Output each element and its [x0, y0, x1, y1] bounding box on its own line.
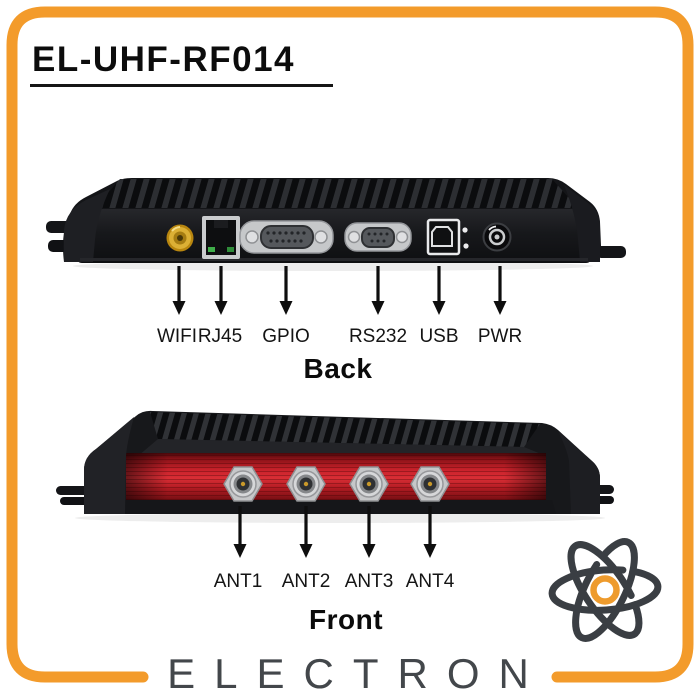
port-label-ant3: ANT3 [344, 571, 394, 592]
back-view-caption: Back [303, 353, 373, 384]
ant1-connector [223, 466, 263, 502]
brand-wordmark: ELECTRON [167, 650, 548, 697]
front-device-photo [56, 410, 614, 523]
port-label-wifi: WIFI [156, 326, 198, 347]
gpio-port [239, 220, 334, 254]
front-view-caption: Front [308, 604, 384, 635]
port-label-rj45: RJ45 [197, 326, 243, 347]
port-label-ant1: ANT1 [213, 571, 263, 592]
port-label-gpio: GPIO [262, 326, 310, 347]
ant3-connector [349, 466, 389, 502]
back-device-photo [46, 178, 626, 271]
page-title: EL-UHF-RF014 [32, 40, 296, 79]
ethernet-port [202, 216, 240, 259]
back-pointer-arrows [172, 266, 507, 315]
front-pointer-arrows [233, 506, 437, 558]
port-label-ant2: ANT2 [281, 571, 331, 592]
port-label-usb: USB [419, 326, 459, 347]
ant4-connector [410, 466, 450, 502]
port-label-ant4: ANT4 [405, 571, 455, 592]
power-port [482, 222, 512, 252]
rs232-port [344, 222, 412, 252]
port-label-rs232: RS232 [348, 326, 408, 347]
usb-port [426, 218, 461, 256]
ant2-connector [286, 466, 326, 502]
wifi-antenna-port [166, 224, 194, 252]
title-underline [30, 84, 333, 87]
page-border [6, 6, 694, 683]
status-leds [462, 227, 469, 249]
atom-icon [548, 538, 662, 642]
port-label-pwr: PWR [477, 326, 523, 347]
